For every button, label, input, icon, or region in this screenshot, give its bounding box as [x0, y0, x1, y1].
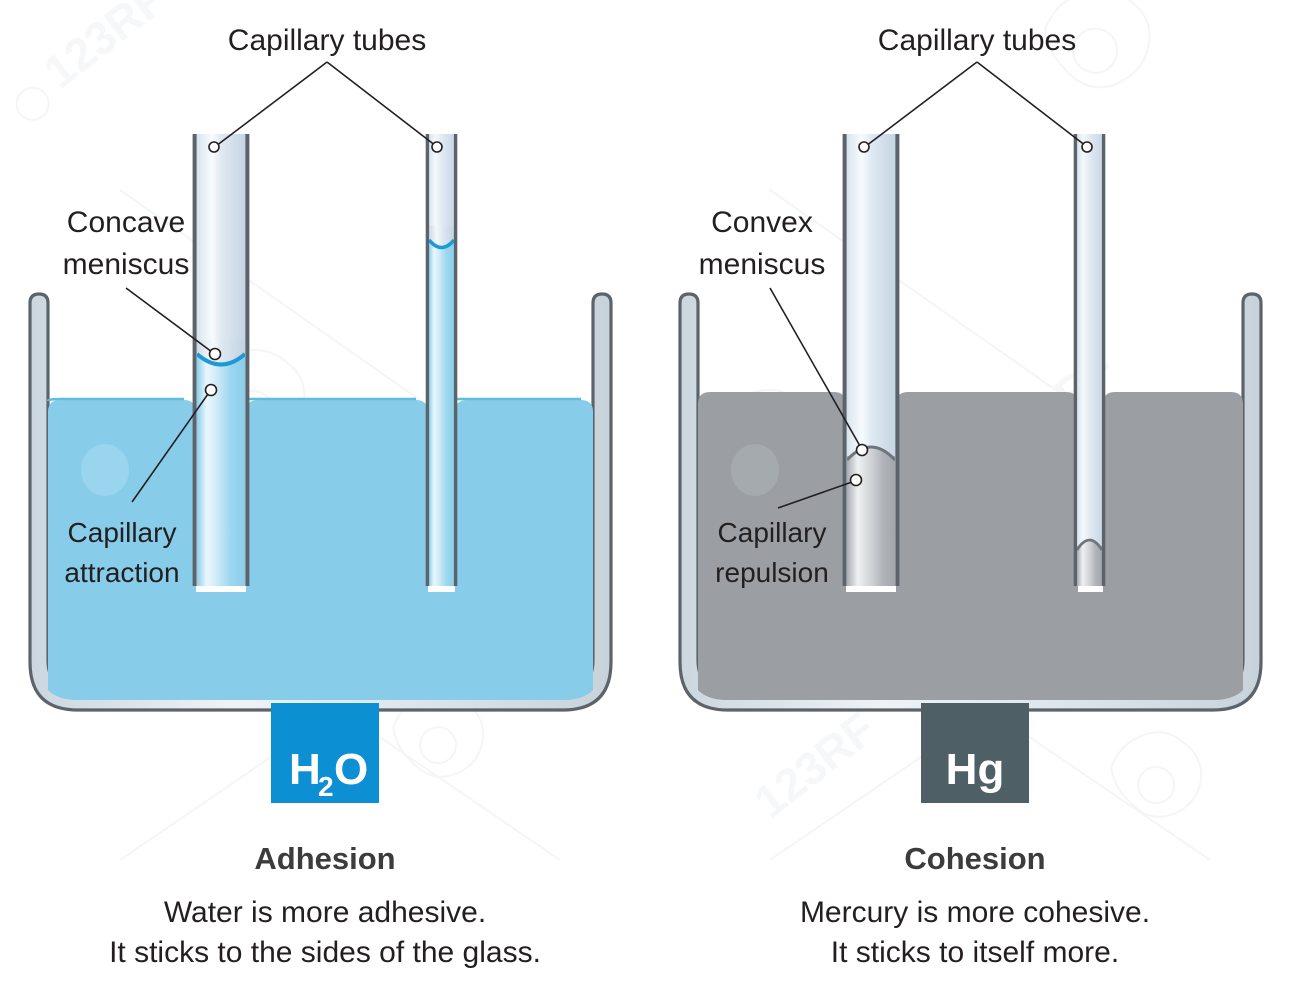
leader-dot: [208, 141, 220, 153]
mercury-capillary-tube-wide: [842, 134, 900, 586]
left-callout-tubes-leader: [208, 61, 443, 153]
left-panel-caption-line1: Water is more adhesive.: [164, 896, 486, 929]
water-capillary-tube-wide: [192, 134, 250, 586]
leader-dot: [858, 141, 870, 153]
right-panel-mercury: Capillary tubes Convex meniscus Capillar…: [678, 24, 1263, 969]
right-callout-meniscus-line1: Convex: [711, 206, 813, 239]
leader-dot: [204, 383, 218, 397]
leader-dot: [1081, 141, 1093, 153]
h2o-badge-2: 2: [318, 771, 334, 802]
hg-badge-label: Hg: [946, 745, 1005, 794]
water-capillary-tube-narrow: [425, 134, 458, 586]
leader-dot: [855, 443, 869, 457]
water-beaker-glass: [28, 292, 613, 712]
leader-dot: [849, 473, 863, 487]
left-callout-meniscus-leader: [125, 287, 222, 361]
svg-text:123RF: 123RF: [744, 702, 885, 828]
svg-text:123RF: 123RF: [34, 0, 175, 98]
left-callout-capillary-line2: attraction: [64, 557, 179, 588]
right-panel-caption-line2: It sticks to itself more.: [831, 936, 1119, 969]
leader-dot: [431, 141, 443, 153]
h2o-badge-o: O: [334, 745, 368, 794]
left-callout-capillary-leader: [131, 383, 218, 503]
h2o-badge: H 2 O: [271, 703, 379, 803]
right-callout-capillary-leader: [777, 473, 863, 509]
left-panel-water: Capillary tubes Concave meniscus Capilla…: [28, 24, 613, 969]
left-panel-caption-line2: It sticks to the sides of the glass.: [109, 936, 541, 969]
right-callout-meniscus-line2: meniscus: [699, 248, 826, 281]
right-panel-title: Cohesion: [904, 841, 1045, 876]
mercury-body: [698, 392, 1243, 700]
right-panel-caption-line1: Mercury is more cohesive.: [800, 896, 1150, 929]
right-callout-tubes-label: Capillary tubes: [878, 24, 1076, 57]
left-callout-tubes-label: Capillary tubes: [228, 24, 426, 57]
right-callout-capillary-line1: Capillary: [718, 517, 827, 548]
hg-badge: Hg: [921, 703, 1029, 803]
left-callout-meniscus-line1: Concave: [67, 206, 185, 239]
left-callout-meniscus-line2: meniscus: [63, 248, 190, 281]
right-callout-tubes-leader: [858, 61, 1093, 153]
left-panel-title: Adhesion: [254, 841, 395, 876]
left-callout-capillary-line1: Capillary: [68, 517, 177, 548]
mercury-beaker-glass: [678, 292, 1263, 712]
right-callout-capillary-line2: repulsion: [715, 557, 829, 588]
right-callout-meniscus-leader: [769, 287, 869, 457]
leader-dot: [208, 347, 222, 361]
mercury-capillary-tube-narrow: [1073, 134, 1106, 586]
h2o-badge-h: H: [289, 745, 321, 794]
water-body: [46, 397, 593, 700]
